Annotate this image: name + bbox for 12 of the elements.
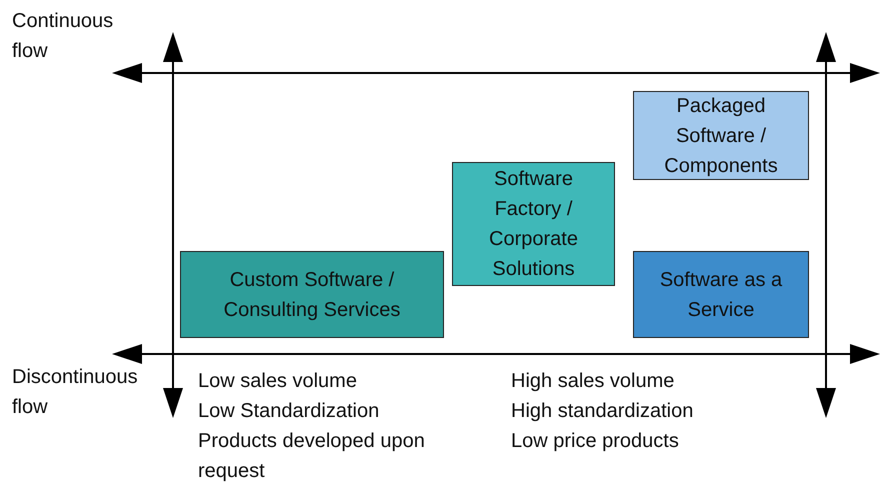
category-box: Software as a Service [633,251,809,338]
axis-label: Discontinuous flow [12,365,139,420]
axis-label: Low price products [511,429,680,454]
axis-label: High sales volume [511,369,676,394]
category-box: Packaged Software / Components [633,91,809,180]
category-box: Custom Software / Consulting Services [180,251,444,338]
axis-label: Products developed upon request [198,429,426,484]
axis-label: Low Standardization [198,399,380,424]
category-box: Software Factory / Corporate Solutions [452,162,615,286]
axis-label: High standardization [511,399,694,424]
axis-label: Continuous flow [12,9,112,64]
axis-label: Low sales volume [198,369,358,394]
